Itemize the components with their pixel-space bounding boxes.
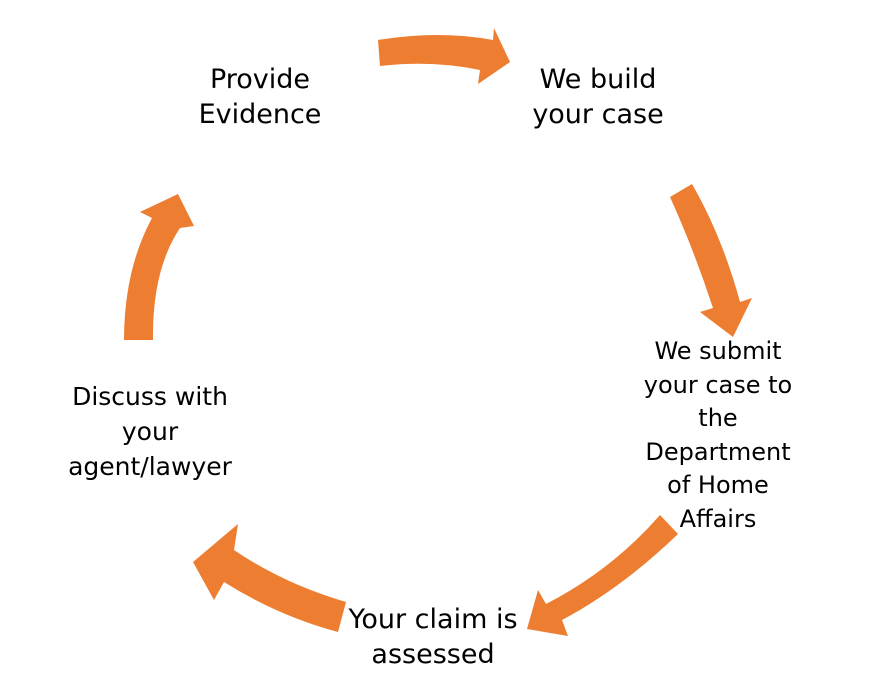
step-line: agent/lawyer	[68, 452, 232, 481]
step-line: We submit	[654, 337, 782, 365]
step-line: your	[121, 417, 179, 446]
step-build-case: We build your case	[488, 62, 708, 132]
step-discuss-agent: Discuss with your agent/lawyer	[20, 379, 280, 484]
step-line: Your claim is	[348, 604, 518, 635]
step-submit-case: We submit your case to the Department of…	[600, 335, 836, 537]
arrow-build-to-submit	[670, 184, 752, 337]
step-line: your case	[532, 99, 664, 131]
step-line: Discuss with	[72, 382, 228, 411]
step-line: your case to	[643, 370, 793, 399]
step-line: We build	[539, 64, 657, 95]
step-line: Department	[645, 437, 791, 466]
step-claim-assessed: Your claim is assessed	[320, 602, 546, 672]
arrow-evidence-to-build	[378, 28, 510, 84]
step-line: Affairs	[679, 504, 757, 533]
step-line: Evidence	[198, 99, 322, 131]
step-line: the	[698, 404, 738, 433]
arrow-discuss-to-evidence	[124, 194, 194, 340]
arrow-assess-to-discuss	[193, 524, 346, 632]
step-line: Provide	[209, 64, 311, 95]
step-provide-evidence: Provide Evidence	[150, 62, 370, 132]
step-line: of Home	[667, 471, 769, 500]
arrow-submit-to-assess	[527, 515, 678, 636]
step-line: assessed	[371, 639, 495, 671]
